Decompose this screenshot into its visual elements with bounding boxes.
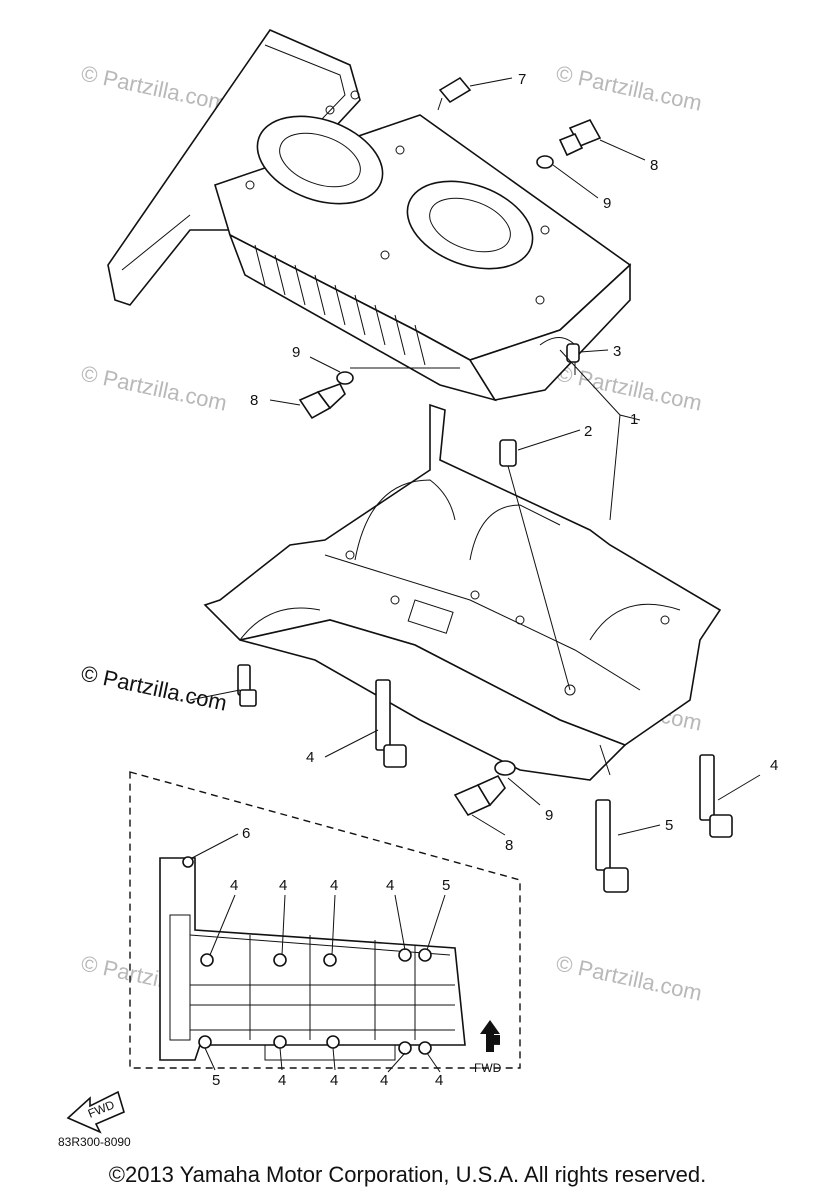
inset-callout-5: 5 (442, 877, 450, 894)
inset-callout-4: 4 (230, 877, 238, 894)
inset-callout-5: 5 (212, 1072, 220, 1089)
inset-callout-4: 4 (330, 1072, 338, 1089)
fwd-block-arrow-icon (66, 1090, 125, 1134)
callout-4-left: 4 (306, 749, 314, 766)
lower-crankcase (203, 403, 722, 781)
upper-crankcase (107, 29, 632, 402)
inset-callout-4: 4 (330, 877, 338, 894)
leader-lines (189, 77, 761, 836)
diagram-code: 83R300-8090 (58, 1135, 131, 1149)
callout-3: 3 (613, 343, 621, 360)
watermark-text: © Partzilla.com (554, 60, 704, 115)
callout-8-top: 8 (650, 157, 658, 174)
callout-1: 1 (630, 411, 638, 428)
bolt-pattern-inset: 6 4 4 4 4 5 5 4 4 4 4 FWD (129, 771, 521, 1089)
watermark-text: © Partzilla.com (554, 950, 704, 1005)
callout-8-lower: 8 (505, 837, 513, 854)
inset-callout-4: 4 (279, 877, 287, 894)
callout-labels: 7 8 9 3 9 8 2 1 4 4 9 8 5 (250, 71, 778, 854)
callout-5: 5 (665, 817, 673, 834)
fwd-arrow-icon (480, 1020, 500, 1052)
callout-2: 2 (584, 423, 592, 440)
watermark-text-dark: © Partzilla.com (79, 660, 229, 715)
inset-callout-4: 4 (386, 877, 394, 894)
callout-8-left: 8 (250, 392, 258, 409)
inset-callout-4: 4 (380, 1072, 388, 1089)
inset-callout-6: 6 (242, 825, 250, 842)
watermark-text: © Partzilla.com (554, 360, 704, 415)
callout-9-lower: 9 (545, 807, 553, 824)
callout-9-top: 9 (603, 195, 611, 212)
fasteners (237, 76, 733, 893)
callout-4-right: 4 (770, 757, 778, 774)
watermark-text: © Partzilla.com (79, 60, 229, 115)
fwd-label: FWD (474, 1061, 502, 1075)
fwd-direction-arrow: FWD (66, 1090, 125, 1134)
callout-7: 7 (518, 71, 526, 88)
inset-callout-4: 4 (435, 1072, 443, 1089)
watermark-text: © Partzilla.com (79, 360, 229, 415)
callout-9-left: 9 (292, 344, 300, 361)
copyright-notice: ©2013 Yamaha Motor Corporation, U.S.A. A… (108, 1162, 707, 1187)
inset-callout-4: 4 (278, 1072, 286, 1089)
